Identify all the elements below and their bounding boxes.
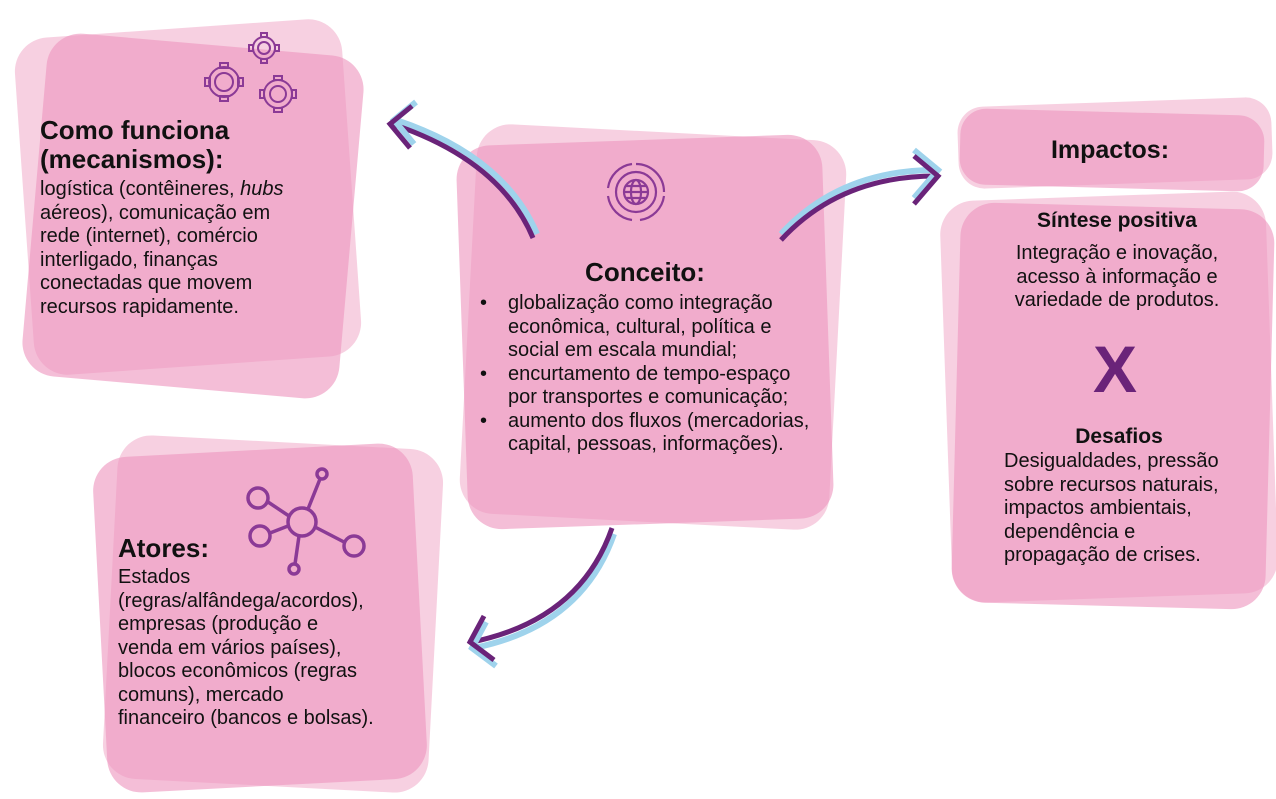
challenges-line: propagação de crises. (1004, 544, 1201, 566)
impacts-positive: Síntese positiva Integração e inovação, … (970, 208, 1264, 313)
actors-text: Estados (regras/alfândega/acordos), empr… (118, 566, 418, 731)
concept-bullet: encurtamento de tempo-espaço por transpo… (478, 363, 818, 410)
arrow-to-impacts (778, 147, 943, 242)
actors-line: financeiro (bancos e bolsas). (118, 707, 374, 729)
actors-line: comuns), mercado (118, 683, 284, 706)
mechanisms-text-line: recursos rapidamente. (40, 295, 239, 318)
challenges-line: dependência e (1004, 520, 1136, 543)
actors-line: empresas (produção e (118, 613, 319, 635)
globe-target-icon (604, 160, 668, 224)
gears-icon (194, 30, 314, 122)
positive-line: Integração e inovação, (1015, 242, 1219, 264)
arrow-to-mechanisms (386, 99, 540, 239)
concept-title: Conceito: (585, 257, 705, 287)
actors-line: venda em vários países), (118, 636, 342, 659)
mechanisms-line1-pre: logística (contêineres, (40, 178, 241, 200)
mechanisms-text-line: logística (contêineres, hubs (40, 178, 340, 202)
mechanisms-text-line: interligado, finanças (40, 248, 218, 271)
mechanisms-text-line: conectadas que movem (40, 272, 253, 294)
challenges-line: Desigualdades, pressão (1004, 450, 1219, 472)
positive-title: Síntese positiva (1037, 209, 1197, 232)
mechanisms-title: Como funciona (mecanismos): (40, 116, 340, 174)
actors-line: (regras/alfândega/acordos), (118, 589, 364, 612)
mechanisms-line1-italic: hubs (240, 178, 284, 200)
challenges-line: sobre recursos naturais, (1004, 473, 1219, 496)
actors-line: blocos econômicos (regras (118, 660, 357, 682)
concept-bullet: globalização como integração econômica, … (478, 292, 818, 363)
mechanisms-text: logística (contêineres, hubs aéreos), co… (40, 178, 340, 319)
impacts-title: Impactos: (1050, 136, 1170, 164)
arrow-to-actors (466, 527, 617, 669)
concept-bullets: globalização como integração econômica, … (478, 292, 818, 457)
challenges-line: impactos ambientais, (1004, 497, 1192, 519)
actors-line: Estados (118, 566, 191, 588)
mechanisms-text-line: aéreos), comunicação em (40, 201, 271, 224)
mechanisms-text-line: rede (internet), comércio (40, 225, 258, 247)
versus-separator: X (1092, 332, 1138, 406)
impacts-challenges: Desafios Desigualdades, pressão sobre re… (1004, 424, 1274, 568)
positive-line: variedade de produtos. (1014, 289, 1220, 311)
mechanisms-title-line2: (mecanismos): (40, 144, 224, 174)
challenges-title: Desafios (1075, 425, 1163, 448)
mechanisms-title-line1: Como funciona (40, 115, 230, 145)
actors-title: Atores: (118, 533, 210, 563)
network-icon (240, 464, 370, 580)
concept-bullet: aumento dos fluxos (mercadorias, capital… (478, 410, 818, 457)
positive-line: acesso à informação e (1016, 265, 1218, 288)
